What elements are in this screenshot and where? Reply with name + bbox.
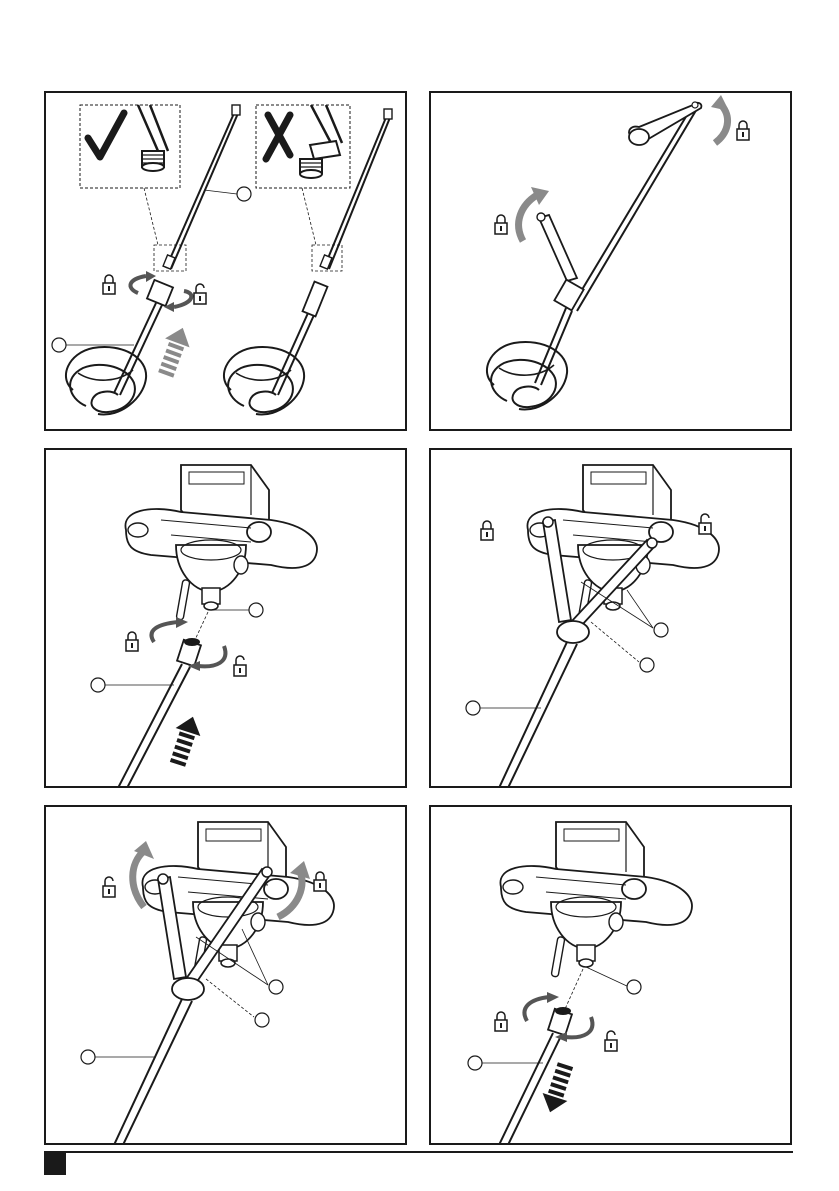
lock-icon (481, 521, 493, 540)
figure-loosen-with-spanners (44, 805, 407, 1145)
pull-arrow-icon (538, 1061, 578, 1117)
cross-icon (266, 115, 290, 159)
unlock-icon (194, 284, 206, 304)
callout-rod (91, 678, 105, 692)
lock-icon (495, 215, 507, 234)
lock-icon (126, 632, 138, 651)
figure-tighten-with-spanners (429, 448, 792, 788)
lock-icon (314, 872, 326, 891)
figure-remove-paddle (429, 805, 792, 1145)
unlock-icon (103, 877, 115, 897)
callout-rod (237, 187, 251, 201)
callout-rod (466, 701, 480, 715)
callout-rod (81, 1050, 95, 1064)
rotate-arrow-icon (711, 95, 729, 143)
lock-icon (495, 1012, 507, 1031)
push-arrow-icon (165, 713, 205, 769)
push-arrow-icon (153, 323, 195, 379)
callout-paddle (52, 338, 66, 352)
callout-spindle (640, 658, 654, 672)
callout-spanners (269, 980, 283, 994)
footer-page-marker (44, 1153, 66, 1175)
figure-screw-paddle-onto-mixer (44, 448, 407, 788)
callout-spindle (249, 603, 263, 617)
unlock-icon (234, 656, 246, 676)
figure-spanners-on-paddle (429, 91, 792, 431)
figure-attach-paddle (44, 91, 407, 431)
callout-spanners (654, 623, 668, 637)
callout-spindle (255, 1013, 269, 1027)
check-icon (88, 113, 124, 157)
unlock-icon (699, 514, 711, 534)
unlock-icon (605, 1031, 617, 1051)
footer-rule (44, 1151, 793, 1153)
lock-icon (737, 121, 749, 140)
callout-rod (468, 1056, 482, 1070)
lock-icon (103, 275, 115, 294)
callout-spindle (627, 980, 641, 994)
